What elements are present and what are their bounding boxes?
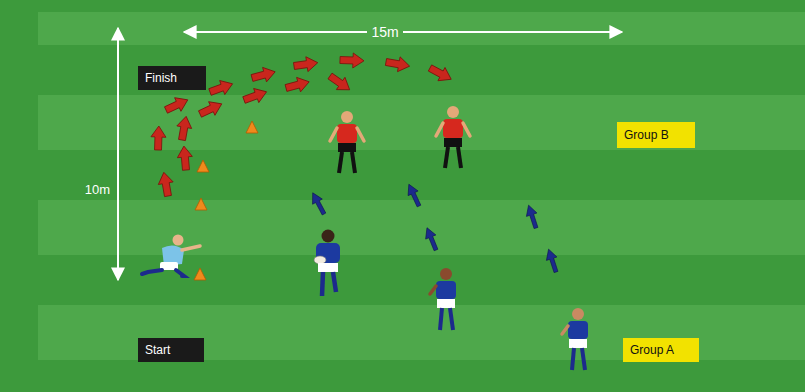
defender-figure [330,111,364,173]
box-label: Group A [630,343,674,357]
box-label: Group B [624,128,669,142]
cones [194,121,258,280]
coach-figure [142,235,200,277]
dimension-label: 10m [81,182,114,198]
pitch-bands [38,12,805,360]
support-player-figure [562,308,588,370]
box-label: Start [145,343,170,357]
dimension-label: 15m [367,24,402,41]
group-box: Group A [623,338,699,362]
defender-figure [436,106,470,168]
group-box: Group B [617,122,695,148]
start-box: Start [138,338,204,362]
support-player-figure [430,268,456,330]
finish-box: Finish [138,66,206,90]
support-arrows [308,182,561,274]
ball-carrier-figure [314,230,340,297]
dimension-arrow [117,28,119,280]
box-label: Finish [145,71,177,85]
dimension-arrow [184,31,622,33]
